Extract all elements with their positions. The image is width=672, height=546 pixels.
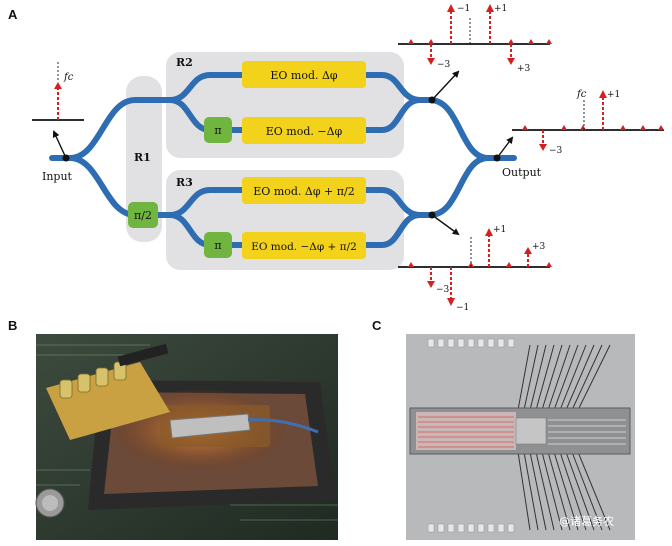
- output-label-plus1: +1: [607, 90, 620, 100]
- bottom-label-minus3: −3: [436, 285, 450, 295]
- waveguide-combiner-lower: [417, 155, 491, 218]
- bottom-label-plus1: +1: [493, 225, 506, 235]
- eo-modulator-r3-top: [242, 177, 366, 204]
- eo-modulator-r2-bottom: [242, 117, 366, 144]
- top-spectrum: −1 +1 −3 +3: [398, 4, 552, 74]
- waveguide-network: [49, 72, 517, 248]
- eo-modulator-r2-top-label: EO mod. Δφ: [270, 69, 338, 82]
- waveguide-r3-top-arm: [167, 187, 423, 218]
- region-r2-label: R2: [176, 56, 193, 69]
- panel-letter-a: A: [8, 7, 18, 22]
- eo-modulator-r2-top: [242, 61, 366, 88]
- output-label-minus3: −3: [549, 146, 563, 156]
- bottom-spectrum: +1 +3 −3 −1: [398, 225, 552, 313]
- eo-modulator-r3-bottom-label: EO mod. −Δφ + π/2: [251, 241, 357, 253]
- phase-shifter-r1-label: π/2: [134, 209, 152, 222]
- lower-pointer-arrow: [431, 214, 460, 236]
- phase-shifter-r2: [204, 117, 232, 143]
- output-fc-label: fc: [576, 89, 587, 100]
- phase-shifter-r3: [204, 232, 232, 258]
- input-fc-label: fc: [63, 72, 74, 83]
- eo-modulator-r3-top-label: EO mod. Δφ + π/2: [253, 185, 354, 198]
- output-pointer-arrow: [496, 136, 514, 159]
- region-r1: [126, 76, 162, 242]
- top-label-minus1: −1: [457, 4, 470, 14]
- watermark: @诸葛务农: [559, 514, 614, 528]
- phase-shifter-r1: [128, 202, 158, 228]
- phase-shifter-r2-label: π: [214, 124, 221, 137]
- panel-letter-c: C: [372, 318, 382, 333]
- waveguide-r2-top-arm: [167, 72, 423, 103]
- panel-letter-b: B: [8, 318, 17, 333]
- waveguide-r1-upper: [67, 97, 173, 161]
- top-label-plus1: +1: [494, 4, 507, 14]
- bottom-label-minus1: −1: [456, 303, 469, 313]
- region-r3-label: R3: [176, 176, 193, 189]
- input-carrier-arrowhead: [54, 82, 62, 89]
- eo-modulator-r2-bottom-label: EO mod. −Δφ: [266, 125, 343, 138]
- input-spectrum: fc: [32, 62, 84, 121]
- output-label: Output: [502, 166, 542, 179]
- device-photo: [35, 334, 338, 540]
- top-label-plus3: +3: [517, 64, 531, 74]
- bottom-label-plus3: +3: [532, 242, 546, 252]
- input-pointer-arrow: [52, 130, 67, 159]
- top-label-minus3: −3: [437, 60, 451, 70]
- output-spectrum: fc +1 −3: [512, 89, 664, 156]
- input-label: Input: [42, 170, 73, 183]
- upper-pointer-arrow: [431, 70, 460, 101]
- region-r1-label: R1: [134, 151, 151, 164]
- phase-shifter-r3-label: π: [214, 239, 221, 252]
- chip-micrograph: [406, 334, 635, 540]
- eo-modulator-r3-bottom: [242, 232, 366, 259]
- waveguide-combiner-upper: [417, 97, 491, 161]
